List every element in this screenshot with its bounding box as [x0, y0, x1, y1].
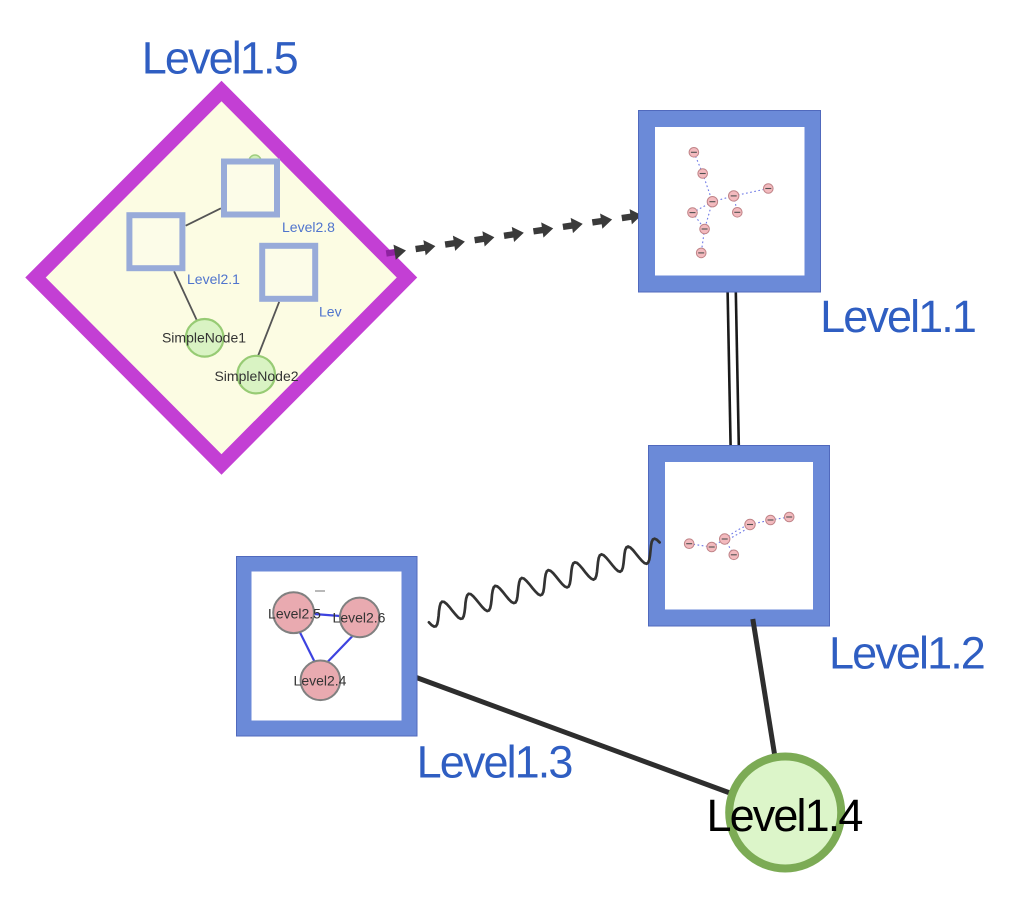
svg-text:SimpleNode1: SimpleNode1	[162, 329, 246, 345]
svg-text:Level1.3: Level1.3	[417, 736, 573, 787]
svg-text:SimpleNode2: SimpleNode2	[214, 368, 298, 384]
svg-text:Level2.4: Level2.4	[294, 672, 347, 688]
svg-text:Level1.1: Level1.1	[820, 291, 975, 342]
svg-text:Level2.8: Level2.8	[282, 219, 335, 235]
svg-text:Level2.6: Level2.6	[333, 609, 386, 625]
svg-text:Lev: Lev	[319, 303, 342, 319]
svg-text:Level1.2: Level1.2	[829, 627, 984, 678]
svg-text:Level2.1: Level2.1	[187, 271, 240, 287]
svg-text:Level1.5: Level1.5	[142, 33, 298, 84]
svg-text:Level2.5: Level2.5	[268, 606, 321, 622]
svg-text:Level1.4: Level1.4	[707, 790, 863, 841]
